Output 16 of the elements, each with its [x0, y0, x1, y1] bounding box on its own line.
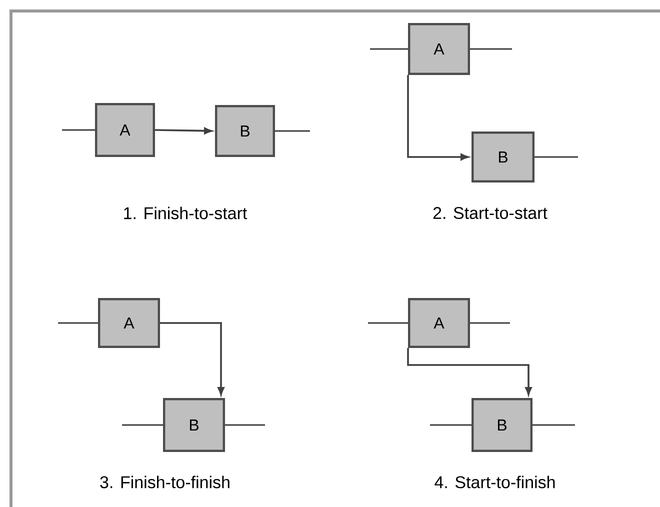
activity-box: B: [215, 105, 275, 157]
activity-box: A: [408, 23, 470, 75]
arrow: [160, 322, 224, 396]
activity-box: B: [472, 132, 534, 182]
activity-box: A: [95, 103, 155, 157]
caption: 1. Finish-to-start: [124, 206, 248, 220]
activity-box: B: [163, 398, 225, 452]
activity-box: A: [408, 298, 470, 348]
caption: 2. Start-to-start: [433, 206, 548, 220]
arrow: [407, 348, 532, 396]
arrow: [407, 75, 469, 160]
caption: 4. Start-to-finish: [434, 476, 555, 488]
caption: 3. Finish-to-finish: [100, 476, 230, 488]
activity-box: A: [98, 298, 160, 348]
arrow: [154, 127, 212, 134]
activity-box: B: [472, 398, 532, 452]
